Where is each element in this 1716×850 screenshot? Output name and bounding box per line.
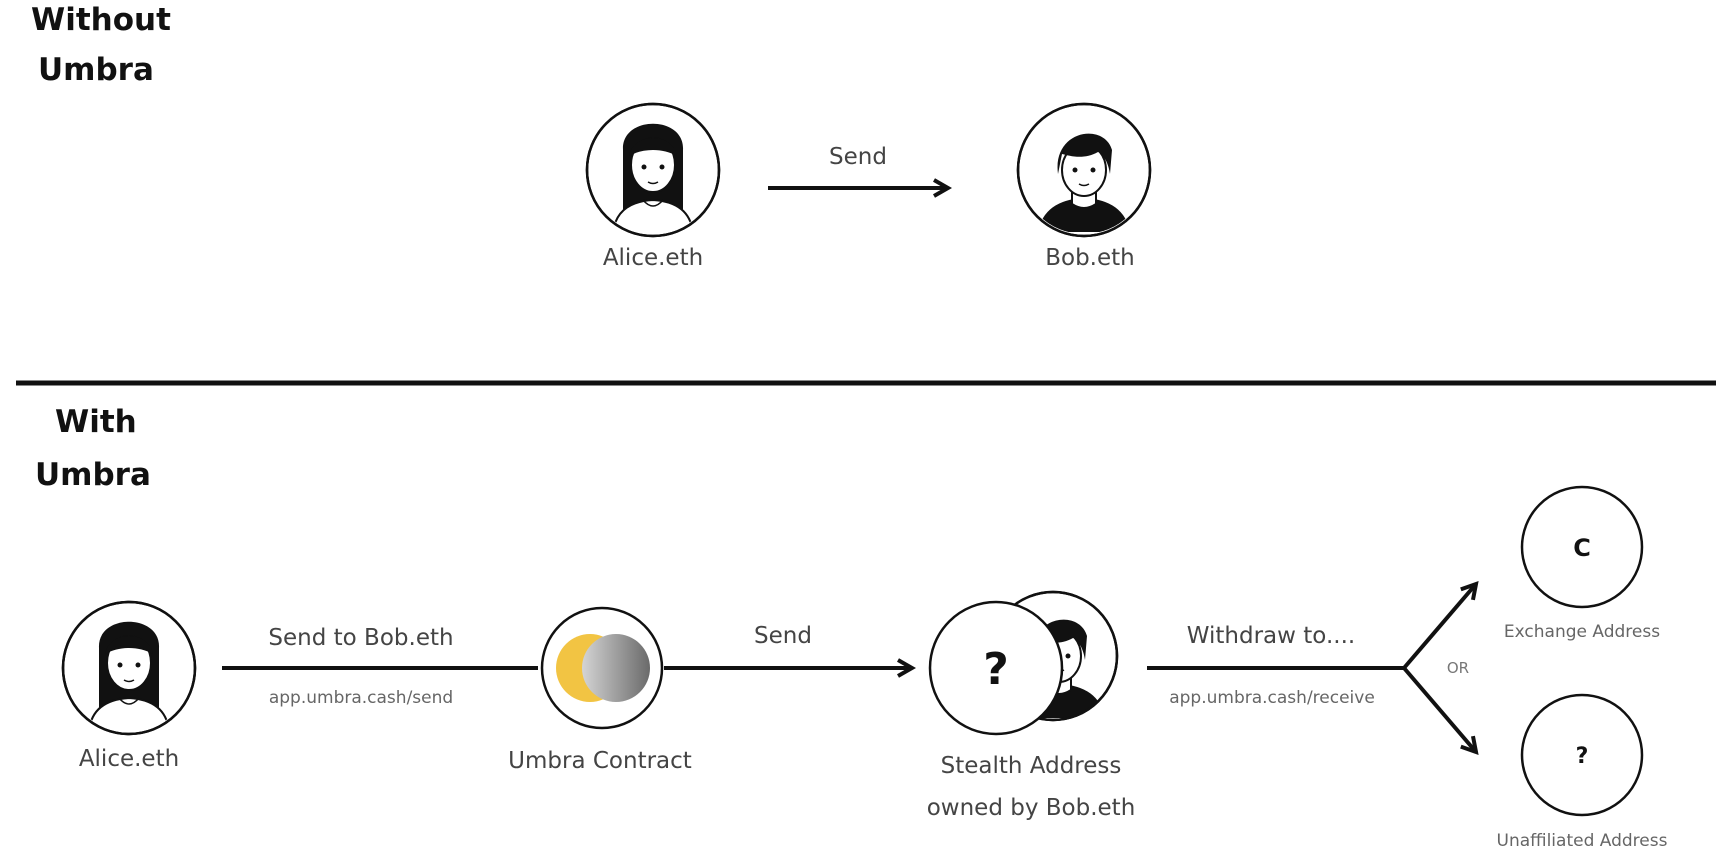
umbra-contract-label: Umbra Contract: [508, 748, 692, 774]
or-label: OR: [1447, 659, 1469, 677]
alice-avatar-bottom: [61, 600, 197, 736]
alice-label-top: Alice.eth: [603, 245, 703, 271]
unaffiliated-address-node: ?: [1520, 693, 1644, 817]
stealth-label-line2: owned by Bob.eth: [927, 795, 1136, 821]
send-to-bob-label: Send to Bob.eth: [268, 625, 453, 651]
alice-avatar-top: [585, 102, 721, 238]
stealth-label-line1: Stealth Address: [941, 753, 1122, 779]
fork-arrow-up: [1402, 580, 1479, 670]
bob-label-top: Bob.eth: [1045, 245, 1135, 271]
send-label-bottom: Send: [754, 623, 812, 649]
umbra-logo-gray: [582, 634, 650, 702]
alice-label-bottom: Alice.eth: [79, 746, 179, 772]
send-label-top: Send: [829, 144, 887, 170]
exchange-address-node: C: [1520, 485, 1644, 609]
stealth-address-node: ?: [928, 600, 1064, 736]
with-title-line1: With: [55, 404, 137, 440]
bob-avatar-top: [1016, 102, 1152, 238]
without-title-line2: Umbra: [38, 52, 154, 88]
stealth-symbol: ?: [983, 644, 1009, 695]
unaffiliated-symbol: ?: [1576, 744, 1589, 769]
withdraw-url: app.umbra.cash/receive: [1169, 688, 1375, 708]
without-title-line1: Without: [31, 2, 171, 38]
exchange-label: Exchange Address: [1504, 622, 1660, 642]
fork-arrow-down: [1402, 666, 1479, 756]
umbra-contract-node: [540, 606, 664, 730]
withdraw-label: Withdraw to....: [1187, 623, 1355, 649]
unaffiliated-label: Unaffiliated Address: [1497, 831, 1668, 850]
send-url: app.umbra.cash/send: [269, 688, 453, 708]
exchange-symbol: C: [1573, 534, 1591, 562]
with-title-line2: Umbra: [35, 457, 151, 493]
